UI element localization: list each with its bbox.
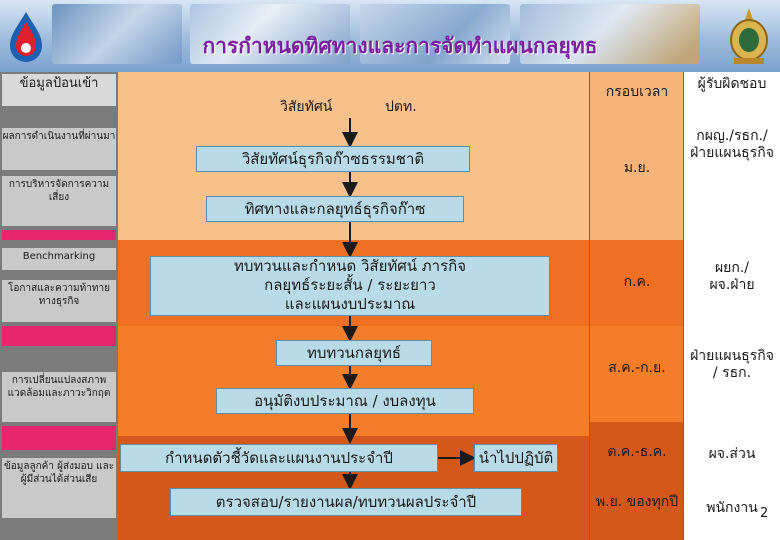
review-line: ทบทวนและกำหนด วิสัยทัศน์ ภารกิจ (151, 257, 549, 276)
budget-approval-box: อนุมัติงบประมาณ / งบลงทุน (216, 388, 474, 414)
kpi-plan-box: กำหนดตัวชี้วัดและแผนงานประจำปี (120, 444, 438, 472)
vision-gas-box: วิสัยทัศน์ธุรกิจก๊าซธรรมชาติ (196, 146, 470, 172)
review-line: กลยุทธ์ระยะสั้น / ระยะยาว (151, 276, 549, 295)
implement-box: นำไปปฏิบัติ (474, 444, 558, 472)
review-strategy-box: ทบทวนกลยุทธ์ (276, 340, 432, 366)
direction-strategy-box: ทิศทางและกลยุทธ์ธุรกิจก๊าซ (206, 196, 464, 222)
page-number: 2 (760, 506, 768, 521)
audit-review-box: ตรวจสอบ/รายงานผล/ทบทวนผลประจำปี (170, 488, 522, 516)
review-line: และแผนงบประมาณ (151, 295, 549, 314)
ptt-label: ปตท. (385, 96, 417, 118)
vision-label: วิสัยทัศน์ (280, 96, 332, 118)
review-vision-box: ทบทวนและกำหนด วิสัยทัศน์ ภารกิจ กลยุทธ์ร… (150, 256, 550, 316)
